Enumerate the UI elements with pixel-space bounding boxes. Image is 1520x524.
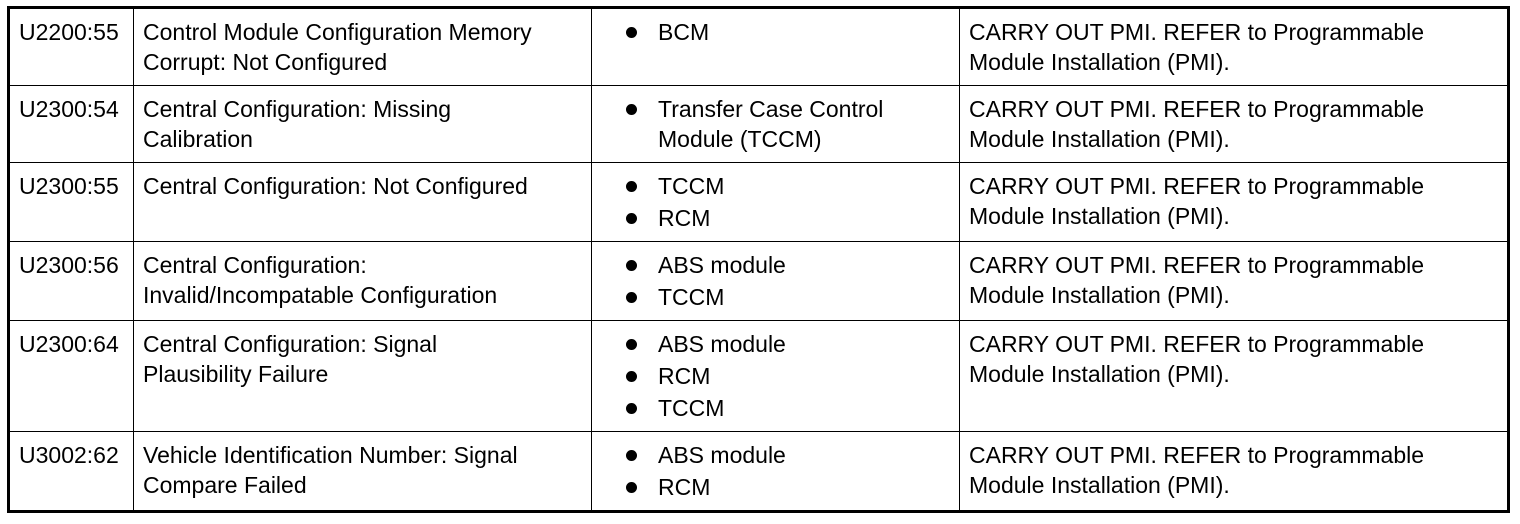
dtc-description-cell: Central Configuration: Signal Plausibili… [133,320,592,432]
module-list-cell: ABS module TCCM [591,241,960,321]
action-text: CARRY OUT PMI. REFER to Programmable Mod… [969,252,1425,308]
table-row: U2300:56 Central Configuration: Invalid/… [8,241,1509,321]
module-name: Transfer Case Control Module (TCCM) [658,96,884,152]
module-name: ABS module [658,252,786,278]
module-list-cell: ABS module RCM TCCM [591,320,960,432]
list-item: ABS module [626,329,951,359]
action-text: CARRY OUT PMI. REFER to Programmable Mod… [969,331,1425,387]
dtc-code-cell: U2200:55 [8,7,134,86]
action-text: CARRY OUT PMI. REFER to Programmable Mod… [969,96,1425,152]
module-name: TCCM [658,284,725,310]
action-cell: CARRY OUT PMI. REFER to Programmable Mod… [959,320,1509,432]
module-name: ABS module [658,442,786,468]
dtc-description: Central Configuration: Signal Plausibili… [143,331,438,387]
dtc-description: Central Configuration: Invalid/Incompata… [143,252,498,308]
bullet-icon [626,482,637,493]
list-item: RCM [626,361,951,391]
action-cell: CARRY OUT PMI. REFER to Programmable Mod… [959,7,1509,86]
bullet-icon [626,371,637,382]
dtc-code-cell: U2300:55 [8,162,134,242]
bullet-icon [626,292,637,303]
dtc-code: U2300:54 [19,96,119,122]
bullet-icon [626,27,637,38]
table-row: U2300:55 Central Configuration: Not Conf… [8,162,1509,242]
dtc-description-cell: Central Configuration: Not Configured [133,162,592,242]
dtc-description: Control Module Configuration Memory Corr… [143,19,532,75]
bullet-icon [626,213,637,224]
dtc-table-body: U2200:55 Control Module Configuration Me… [8,7,1509,512]
module-name: RCM [658,205,711,231]
module-list-cell: Transfer Case Control Module (TCCM) [591,85,960,163]
module-list-cell: TCCM RCM [591,162,960,242]
module-list-cell: ABS module RCM [591,431,960,512]
action-cell: CARRY OUT PMI. REFER to Programmable Mod… [959,85,1509,163]
action-text: CARRY OUT PMI. REFER to Programmable Mod… [969,442,1425,498]
module-name: ABS module [658,331,786,357]
module-name: BCM [658,19,710,45]
list-item: TCCM [626,393,951,423]
bullet-icon [626,450,637,461]
list-item: ABS module [626,440,951,470]
bullet-icon [626,181,637,192]
dtc-code-cell: U2300:56 [8,241,134,321]
module-name: RCM [658,363,711,389]
dtc-code-cell: U2300:54 [8,85,134,163]
dtc-code: U3002:62 [19,442,119,468]
dtc-description-cell: Vehicle Identification Number: Signal Co… [133,431,592,512]
list-item: RCM [626,203,951,233]
module-list: TCCM RCM [601,171,951,233]
bullet-icon [626,104,637,115]
list-item: ABS module [626,250,951,280]
dtc-table: U2200:55 Control Module Configuration Me… [7,6,1510,513]
action-cell: CARRY OUT PMI. REFER to Programmable Mod… [959,431,1509,512]
module-list: Transfer Case Control Module (TCCM) [601,94,951,154]
action-text: CARRY OUT PMI. REFER to Programmable Mod… [969,173,1425,229]
module-list: ABS module RCM TCCM [601,329,951,423]
module-list: ABS module TCCM [601,250,951,312]
dtc-description-cell: Central Configuration: Missing Calibrati… [133,85,592,163]
dtc-description: Central Configuration: Not Configured [143,173,528,199]
module-list: BCM [601,17,951,47]
dtc-description: Central Configuration: Missing Calibrati… [143,96,452,152]
table-row: U2300:54 Central Configuration: Missing … [8,85,1509,163]
dtc-code-cell: U2300:64 [8,320,134,432]
module-list-cell: BCM [591,7,960,86]
bullet-icon [626,339,637,350]
bullet-icon [626,403,637,414]
list-item: RCM [626,472,951,502]
bullet-icon [626,260,637,271]
dtc-description: Vehicle Identification Number: Signal Co… [143,442,518,498]
module-list: ABS module RCM [601,440,951,502]
dtc-description-cell: Control Module Configuration Memory Corr… [133,7,592,86]
module-name: RCM [658,474,711,500]
list-item: Transfer Case Control Module (TCCM) [626,94,951,154]
dtc-code-cell: U3002:62 [8,431,134,512]
dtc-code: U2300:55 [19,173,119,199]
action-cell: CARRY OUT PMI. REFER to Programmable Mod… [959,162,1509,242]
dtc-code: U2300:56 [19,252,119,278]
list-item: TCCM [626,171,951,201]
list-item: TCCM [626,282,951,312]
dtc-code: U2200:55 [19,19,119,45]
module-name: TCCM [658,395,725,421]
dtc-code: U2300:64 [19,331,119,357]
action-cell: CARRY OUT PMI. REFER to Programmable Mod… [959,241,1509,321]
table-row: U2300:64 Central Configuration: Signal P… [8,320,1509,432]
table-row: U2200:55 Control Module Configuration Me… [8,7,1509,86]
table-row: U3002:62 Vehicle Identification Number: … [8,431,1509,512]
dtc-description-cell: Central Configuration: Invalid/Incompata… [133,241,592,321]
action-text: CARRY OUT PMI. REFER to Programmable Mod… [969,19,1425,75]
module-name: TCCM [658,173,725,199]
list-item: BCM [626,17,951,47]
